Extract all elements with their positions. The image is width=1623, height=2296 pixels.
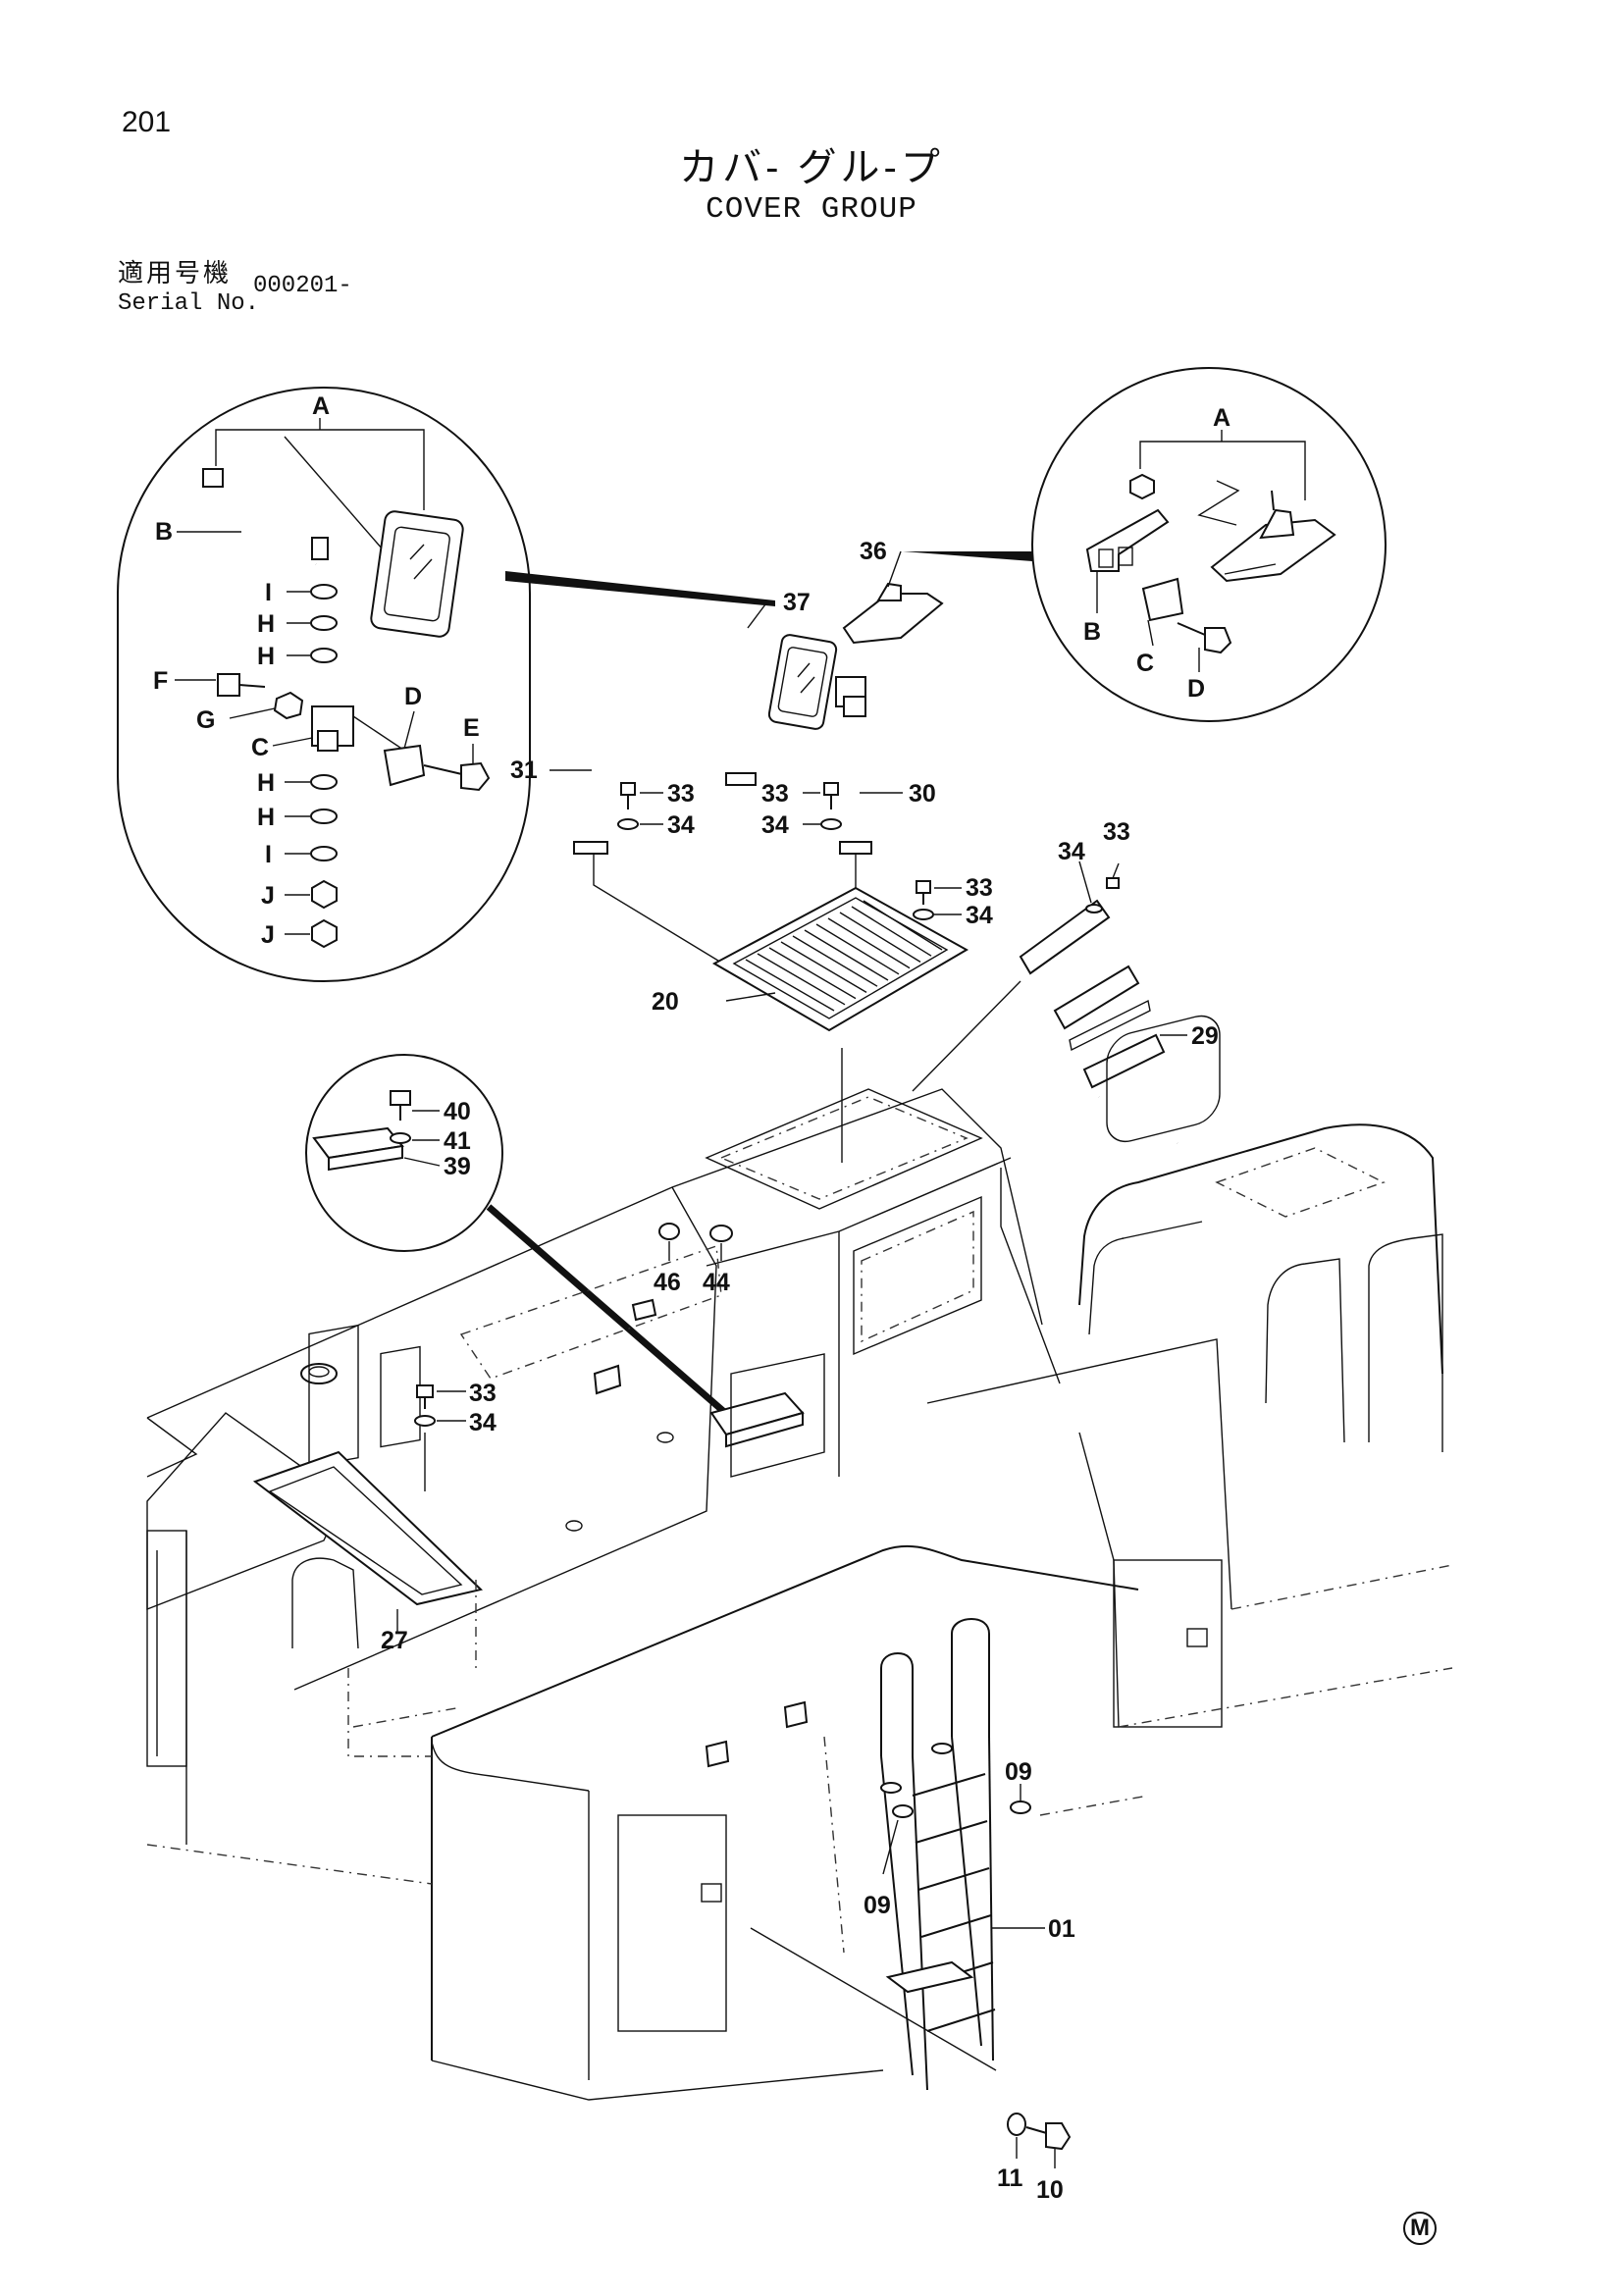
callout-J-1: J bbox=[261, 882, 275, 910]
grille-slat bbox=[780, 941, 867, 994]
grille-slat bbox=[757, 953, 846, 1006]
lamp-detail-bubble bbox=[1031, 367, 1387, 722]
callout-H-4: H bbox=[257, 804, 275, 831]
ladder-rung bbox=[917, 1867, 990, 1891]
callout-09-a: 09 bbox=[1005, 1758, 1032, 1786]
title-english: COVER GROUP bbox=[706, 192, 917, 227]
callout-30: 30 bbox=[909, 780, 936, 808]
callout-34-d: 34 bbox=[1058, 838, 1085, 865]
pointer-center-bubble bbox=[486, 1204, 734, 1421]
callout-I-2: I bbox=[265, 841, 272, 868]
callout-A-left: A bbox=[312, 392, 330, 420]
callout-44: 44 bbox=[703, 1269, 730, 1296]
callout-01: 01 bbox=[1048, 1915, 1075, 1943]
callout-D-right: D bbox=[1187, 675, 1205, 703]
callout-36: 36 bbox=[860, 538, 887, 565]
callout-H-3: H bbox=[257, 769, 275, 797]
serial-label-japanese: 適用号機 bbox=[118, 258, 233, 287]
callout-F: F bbox=[153, 667, 168, 695]
grille-slat bbox=[827, 917, 911, 969]
grille-slat bbox=[792, 935, 878, 987]
grille-slat bbox=[768, 947, 857, 1000]
callout-G: G bbox=[196, 706, 215, 734]
callout-C-right: C bbox=[1136, 650, 1154, 677]
grille-slat bbox=[745, 959, 835, 1012]
callout-34-c: 34 bbox=[966, 902, 993, 929]
title-japanese: カバ- グル-プ bbox=[679, 146, 944, 189]
callout-34-e: 34 bbox=[469, 1409, 497, 1436]
ladder-rung bbox=[912, 1773, 986, 1797]
mirror-detail-bubble bbox=[117, 387, 531, 982]
corner-mark: M bbox=[1403, 2212, 1437, 2245]
callout-20: 20 bbox=[652, 988, 679, 1016]
step-ladder bbox=[912, 861, 1187, 1144]
machine-body bbox=[146, 1015, 1453, 2101]
grille-slat bbox=[851, 906, 932, 957]
callout-41: 41 bbox=[444, 1127, 471, 1155]
callout-34-b: 34 bbox=[761, 811, 789, 839]
serial-number-value: 000201- bbox=[253, 273, 352, 299]
callout-33-c: 33 bbox=[966, 874, 993, 902]
pointer-left-bubble bbox=[505, 571, 775, 606]
callout-11: 11 bbox=[997, 2165, 1023, 2192]
callout-33-e: 33 bbox=[469, 1380, 497, 1407]
callout-H-2: H bbox=[257, 643, 275, 670]
callout-37: 37 bbox=[783, 589, 811, 616]
callout-39: 39 bbox=[444, 1153, 471, 1180]
callout-31: 31 bbox=[510, 757, 538, 784]
step-plate-detail-bubble bbox=[305, 1054, 503, 1252]
callout-B-right: B bbox=[1083, 618, 1101, 646]
callout-33-d: 33 bbox=[1103, 818, 1130, 846]
callout-29: 29 bbox=[1191, 1022, 1219, 1050]
callout-E: E bbox=[463, 714, 480, 742]
callout-33-a: 33 bbox=[667, 780, 695, 808]
callout-J-2: J bbox=[261, 921, 275, 949]
serial-label-english: Serial No. bbox=[118, 290, 260, 317]
grille-slat bbox=[804, 929, 889, 981]
callout-34-a: 34 bbox=[667, 811, 695, 839]
access-ladder bbox=[880, 1617, 1072, 2168]
callout-27: 27 bbox=[381, 1627, 408, 1654]
callout-B-left: B bbox=[155, 518, 173, 546]
callout-D-left: D bbox=[404, 683, 422, 710]
callout-10: 10 bbox=[1036, 2176, 1064, 2204]
grille-slat bbox=[863, 900, 943, 951]
callout-H-1: H bbox=[257, 610, 275, 638]
grille-slat bbox=[815, 923, 900, 975]
grille-slat bbox=[839, 912, 921, 963]
page-number: 201 bbox=[122, 106, 172, 138]
ladder-rung bbox=[926, 2009, 996, 2032]
ladder-rung bbox=[915, 1820, 988, 1844]
callout-33-b: 33 bbox=[761, 780, 789, 808]
callout-C-left: C bbox=[251, 734, 269, 761]
callout-A-right: A bbox=[1213, 404, 1230, 432]
callout-46: 46 bbox=[654, 1269, 681, 1296]
handrail-assembly bbox=[550, 550, 944, 972]
callout-I-1: I bbox=[265, 579, 272, 606]
callout-40: 40 bbox=[444, 1098, 471, 1125]
ladder-rung bbox=[920, 1914, 992, 1938]
callout-09-b: 09 bbox=[864, 1892, 891, 1919]
grille-panel bbox=[711, 880, 969, 1163]
pointer-right-bubble bbox=[903, 551, 1032, 561]
